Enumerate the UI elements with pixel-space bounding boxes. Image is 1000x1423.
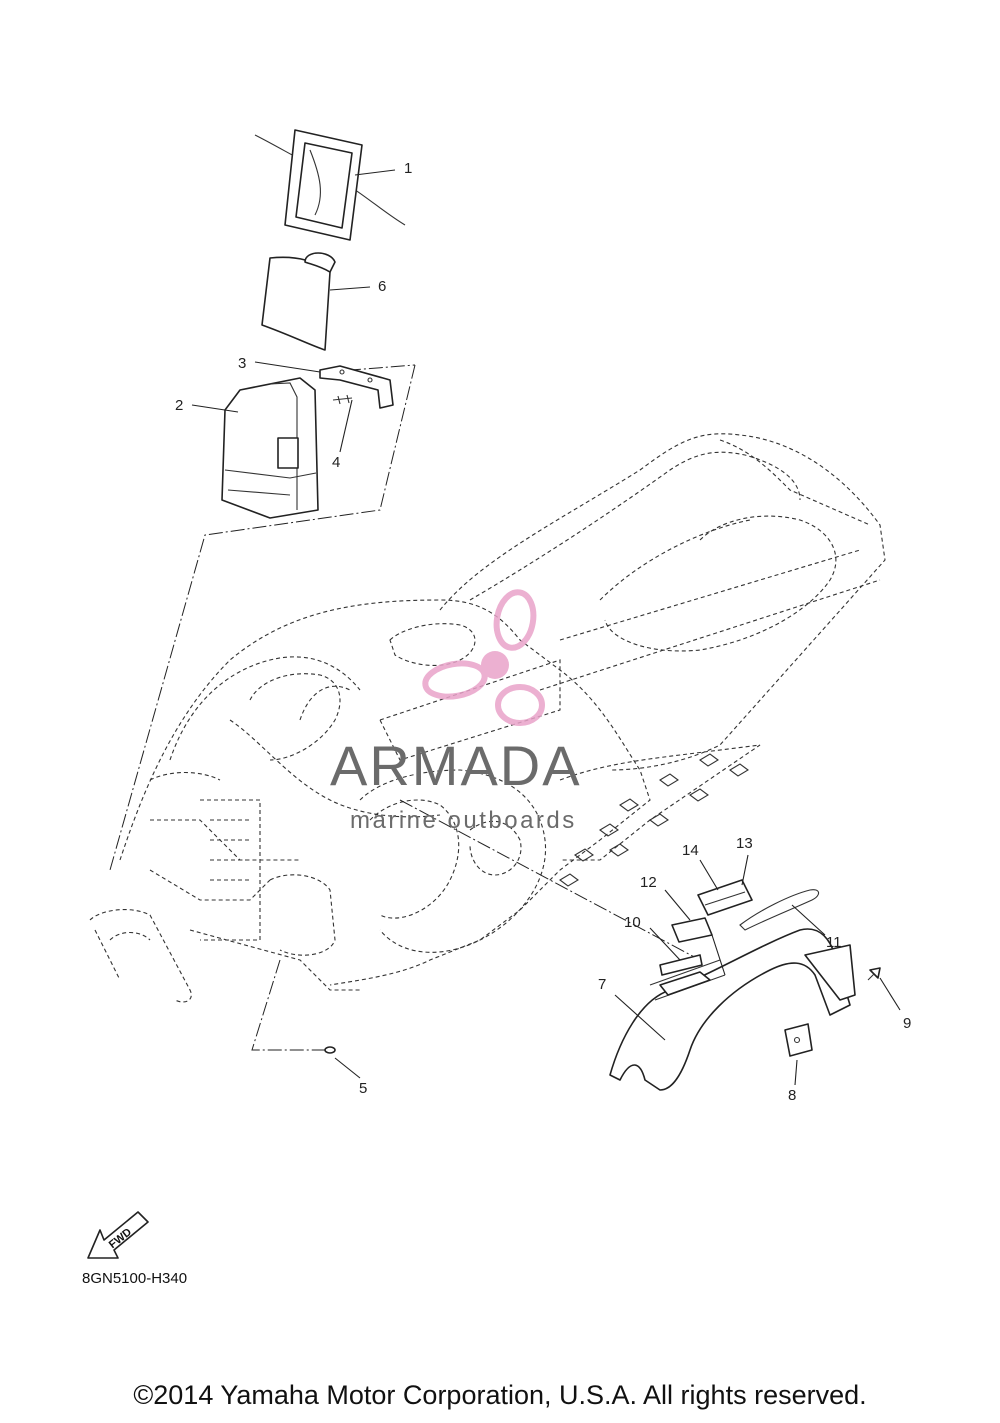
part-11-wire-clip-icon (739, 889, 820, 931)
callout-numbers: 1 2 3 4 5 6 7 8 9 10 11 12 13 14 (175, 160, 911, 1104)
assembly-boundary-line (109, 364, 416, 871)
part-14-pad-icon (704, 891, 746, 906)
callout-1: 1 (404, 160, 412, 177)
part-5-washer-icon (324, 1046, 336, 1054)
callout-9: 9 (903, 1015, 911, 1032)
watermark-tagline: marine outboards (350, 807, 577, 834)
callout-4: 4 (332, 454, 340, 471)
callout-5: 5 (359, 1080, 367, 1097)
part-2-container-icon (221, 377, 319, 519)
part-13-pad-icon (697, 879, 753, 916)
callout-10: 10 (624, 914, 641, 931)
callout-2: 2 (175, 397, 183, 414)
part-6-pad-icon (261, 252, 336, 351)
callout-14: 14 (682, 842, 699, 859)
assembly-boundary-line-top (324, 364, 416, 373)
part-9-fastener-icon (867, 967, 881, 981)
part-3-bracket-icon (319, 365, 394, 409)
part-10-clip-icon (659, 954, 711, 996)
part-8-plate-icon (784, 1023, 813, 1057)
part10-mount-line (399, 799, 701, 961)
callout-13: 13 (736, 835, 753, 852)
running-board-grips (559, 753, 749, 887)
part-4-rivet-icon (332, 394, 353, 405)
part5-boundary-line (251, 959, 330, 1051)
part-12-pad-icon (671, 917, 713, 943)
callout-11: 11 (826, 934, 842, 951)
callout-3: 3 (238, 355, 246, 372)
callout-7: 7 (598, 976, 606, 993)
propeller-logo-icon (422, 589, 545, 726)
fwd-arrow-icon: FWD (87, 1211, 149, 1259)
leader-lines (191, 169, 901, 1086)
callout-6: 6 (378, 278, 386, 295)
part-7-flap-icon (609, 928, 856, 1091)
part-1-cover-icon (254, 129, 406, 241)
snowmobile-body-outline (89, 433, 886, 1003)
watermark-brand: ARMADA (330, 734, 582, 797)
callout-12: 12 (640, 874, 657, 891)
diagram-code: 8GN5100-H340 (82, 1270, 188, 1287)
callout-8: 8 (788, 1087, 796, 1104)
copyright-notice: ©2014 Yamaha Motor Corporation, U.S.A. A… (133, 1380, 867, 1410)
